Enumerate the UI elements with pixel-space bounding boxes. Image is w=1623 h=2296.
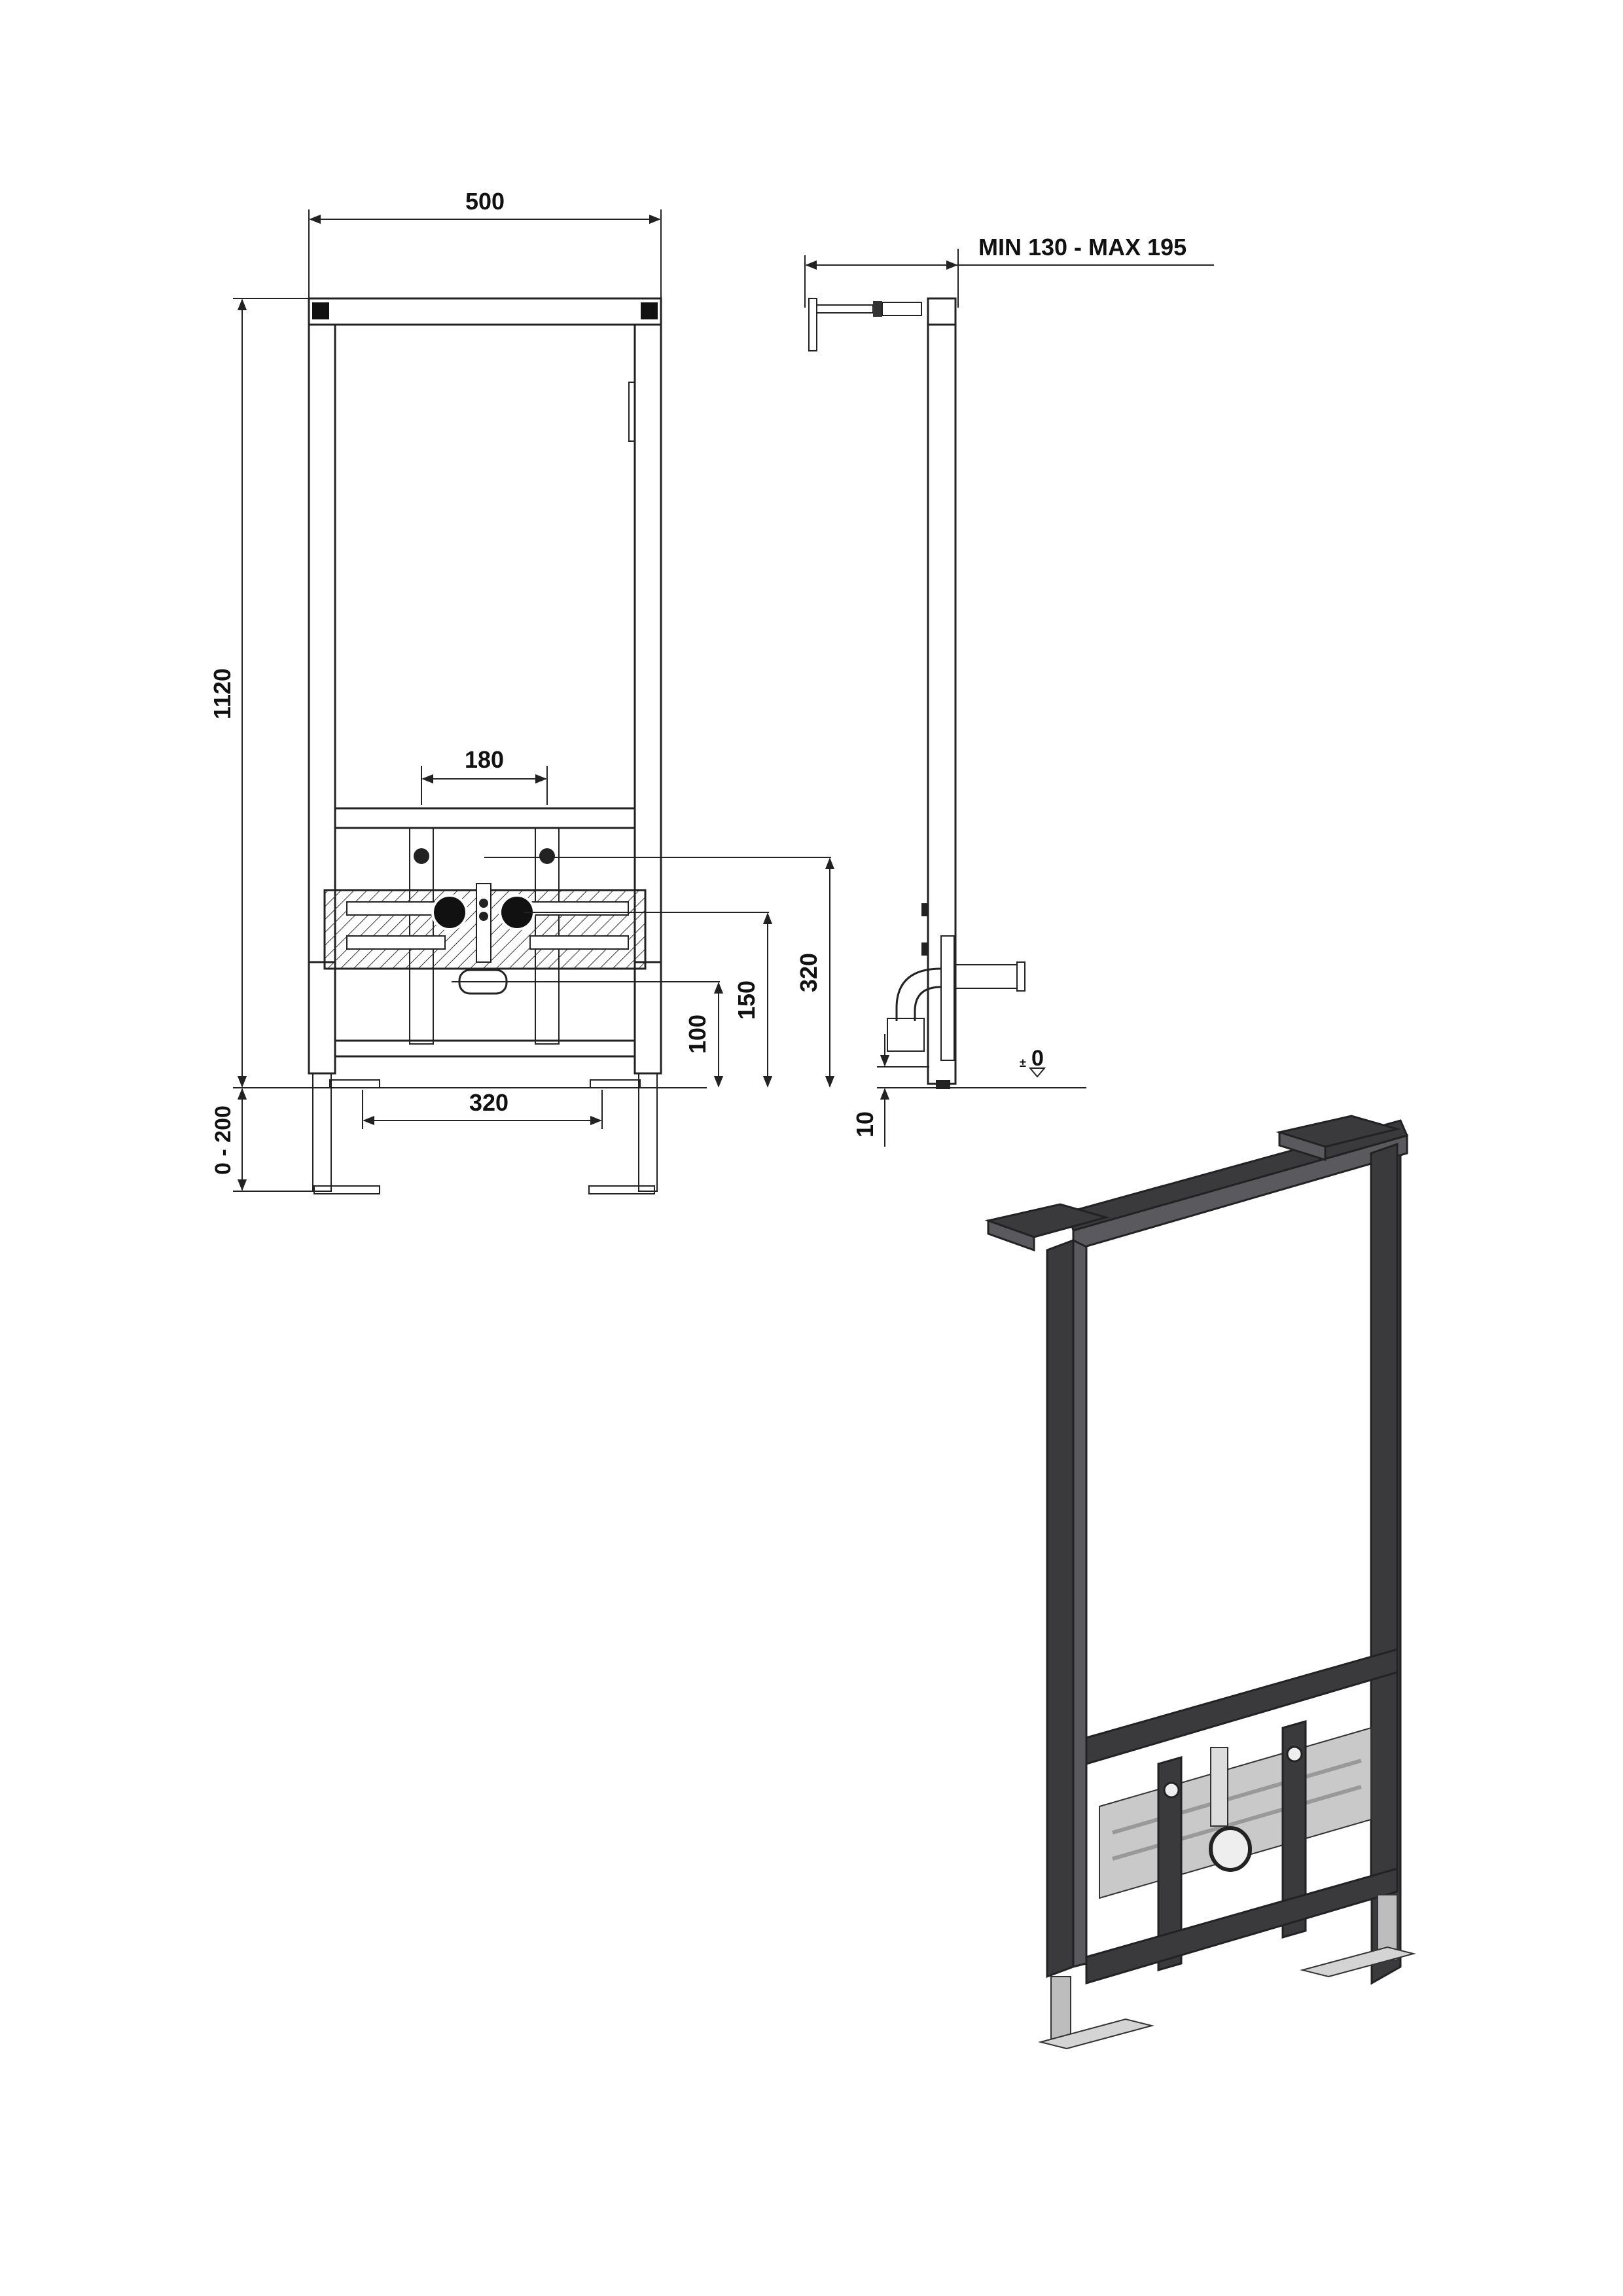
iso-left-upright xyxy=(1046,1238,1075,1979)
side-connector xyxy=(921,942,928,956)
wall-bracket-plate xyxy=(808,298,817,351)
foot-plate-right-top xyxy=(590,1079,641,1088)
dim-10-label: 10 xyxy=(851,1111,878,1138)
water-inlet-left xyxy=(431,894,468,931)
side-connector xyxy=(921,903,928,916)
iso-foot-left xyxy=(1038,2018,1154,2050)
isometric-frame-render xyxy=(984,1115,1416,2050)
dim-depth-label: MIN 130 - MAX 195 xyxy=(978,234,1186,260)
dim-width-label: 500 xyxy=(465,188,505,215)
lower-left-upright xyxy=(308,961,336,1075)
iso-leg-left xyxy=(1050,1976,1071,2043)
iso-drain-ring xyxy=(1209,1826,1252,1872)
drain-socket xyxy=(887,1018,925,1052)
side-top-tube xyxy=(927,297,957,326)
mount-hole-left xyxy=(312,302,329,319)
side-foot xyxy=(936,1080,950,1089)
foot-plate-left xyxy=(313,1185,380,1194)
lower-right-upright xyxy=(633,961,662,1075)
plate-slot xyxy=(346,901,446,916)
floor-level-label: 0 xyxy=(1031,1046,1044,1071)
iso-lower-rail xyxy=(1085,1867,1399,1985)
plate-slot xyxy=(529,935,629,950)
arm-lock xyxy=(873,301,882,317)
front-top-bar xyxy=(308,297,662,326)
iso-middle-rail xyxy=(1085,1648,1399,1766)
dim-height-label: 1120 xyxy=(209,668,236,719)
adjustable-arm xyxy=(816,304,874,314)
iso-foot-right xyxy=(1300,1946,1416,1978)
dim-foot-spacing-label: 320 xyxy=(469,1089,508,1116)
leg-left xyxy=(312,1073,332,1192)
drain-elbow xyxy=(895,967,942,1021)
side-plate xyxy=(940,935,955,1061)
iso-tap-left xyxy=(1163,1782,1180,1799)
bracket-bolt xyxy=(479,912,488,921)
tap-connector-left xyxy=(414,848,429,864)
front-cross-bar xyxy=(334,807,636,829)
dim-150-label: 150 xyxy=(733,980,760,1020)
foot-plate-right xyxy=(588,1185,655,1194)
drain-outlet xyxy=(954,964,1023,989)
level-marker xyxy=(1028,1067,1046,1078)
lower-cross-bar xyxy=(334,1039,636,1058)
iso-tap-right xyxy=(1286,1746,1303,1763)
arm-sleeve xyxy=(882,302,922,316)
dim-leg-adjust-label: 0 - 200 xyxy=(211,1105,236,1175)
dim-tap-spacing-label: 180 xyxy=(465,746,504,773)
iso-mounting-plate xyxy=(1099,1727,1372,1899)
front-side-clip xyxy=(628,382,635,442)
front-view: 500 1120 0 - 200 180 320 100 150 320 xyxy=(209,188,835,1194)
bracket-bolt xyxy=(479,899,488,908)
drain-bracket xyxy=(476,883,491,963)
leg-right xyxy=(638,1073,658,1192)
mount-hole-right xyxy=(641,302,658,319)
tap-connector-right xyxy=(539,848,555,864)
svg-text:±: ± xyxy=(1020,1056,1026,1069)
iso-right-upright xyxy=(1370,1142,1399,1897)
dim-100-label: 100 xyxy=(684,1014,711,1054)
dim-320-label: 320 xyxy=(795,953,822,992)
plate-slot xyxy=(346,935,446,950)
side-view: MIN 130 - MAX 195 ± 0 10 xyxy=(804,234,1214,1147)
foot-plate-left-top xyxy=(329,1079,380,1088)
